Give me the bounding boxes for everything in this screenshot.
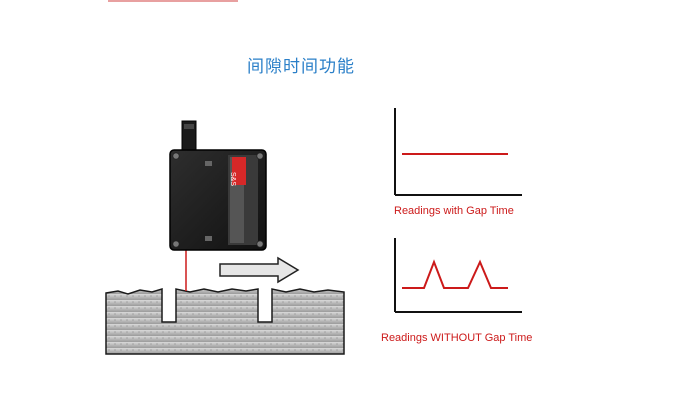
arrow-right-icon — [219, 256, 300, 284]
chart-caption-without-gap: Readings WITHOUT Gap Time — [381, 332, 532, 344]
screw-icon — [256, 240, 264, 248]
chart-without-gap-time: Readings WITHOUT Gap Time — [381, 238, 532, 344]
page-title: 间隙时间功能 — [247, 57, 355, 77]
workpiece-surface — [105, 287, 345, 355]
sensor-device: S&S — [169, 120, 267, 251]
screw-icon — [256, 152, 264, 160]
screw-icon — [172, 240, 180, 248]
brand-mark: S&S — [229, 172, 236, 186]
chart-with-gap-time: Readings with Gap Time — [394, 108, 522, 217]
top-accent-line — [108, 0, 238, 2]
reading-line-peaks — [402, 259, 508, 289]
brand-label — [232, 157, 246, 185]
screw-icon — [172, 152, 180, 160]
chart-caption-with-gap: Readings with Gap Time — [394, 205, 514, 217]
